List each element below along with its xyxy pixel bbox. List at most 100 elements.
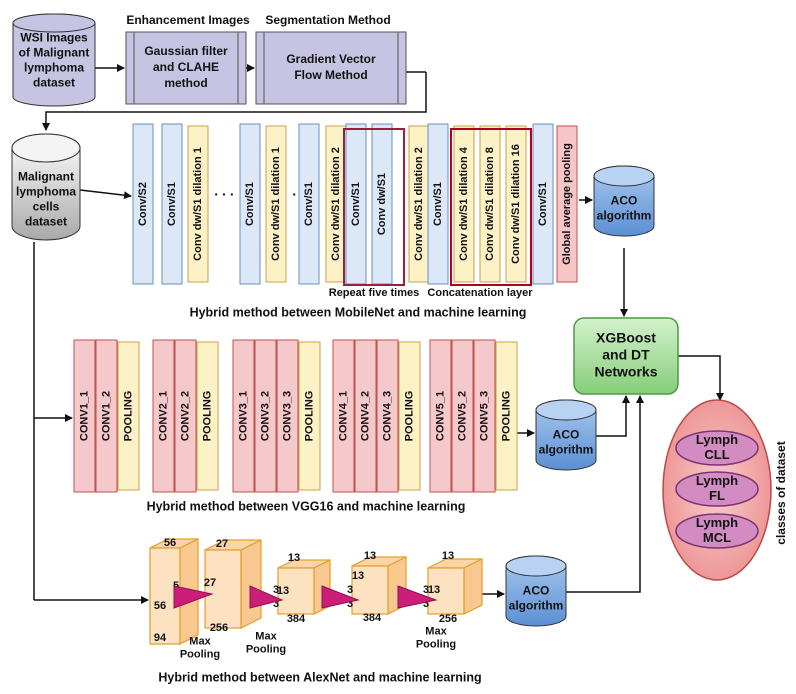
vgg-layer-label: CONV2_2 <box>179 391 191 441</box>
mobilenet-layer <box>532 123 554 285</box>
vgg-conv-layer <box>232 339 255 493</box>
cube-dim-label: 13 <box>352 570 364 582</box>
vgg-conv-layer <box>152 339 175 493</box>
vgg-layer-label: CONV4_3 <box>381 391 393 441</box>
alexnet-title: Hybrid method between AlexNet and machin… <box>158 670 481 684</box>
cylinder-top <box>11 133 81 163</box>
aco-alexnet-label: algorithm <box>509 599 564 613</box>
max-pooling-triangle <box>173 585 214 609</box>
vgg16-title: Hybrid method between VGG16 and machine … <box>147 499 466 513</box>
cube-dim-label: 27 <box>216 538 228 550</box>
vgg-conv-layer <box>354 339 377 493</box>
mobilenet-layer-label: Conv dw/S1 dilation 2 <box>413 147 425 261</box>
cube-dim-label: 3 <box>423 598 429 610</box>
repeat-group-border <box>343 128 405 286</box>
box <box>255 31 407 105</box>
cells-dataset-label: dataset <box>25 215 67 229</box>
mobilenet-layer-label: Conv/S1 <box>303 182 315 226</box>
vgg-pooling-layer <box>196 341 219 491</box>
vgg-pooling-layer <box>495 341 518 491</box>
vgg-conv-layer <box>276 339 299 493</box>
aco-vgg-label: ACO <box>553 428 580 442</box>
xgboost-dt-label: Networks <box>594 364 657 380</box>
cube-dim-label: 13 <box>442 550 454 562</box>
cube-dim-label: 56 <box>164 537 176 549</box>
class-label: CLL <box>704 447 729 462</box>
vgg-pooling-layer <box>298 341 321 491</box>
max-pooling-label: Pooling <box>180 648 220 660</box>
vgg-conv-layer <box>376 339 399 493</box>
vgg-conv-layer <box>73 339 96 493</box>
vgg-pooling-layer <box>398 341 421 491</box>
vgg-layer-label: CONV4_1 <box>337 391 349 441</box>
cube-side <box>240 539 262 629</box>
segmentation-header: Segmentation Method <box>265 13 390 27</box>
cylinder-top <box>593 165 655 187</box>
cube-dim-label: 384 <box>363 612 382 624</box>
max-pooling-label: Max <box>189 635 211 647</box>
aco-mobilenet-label: algorithm <box>597 209 652 223</box>
cube-dim-label: 256 <box>439 613 457 625</box>
cube-dim-label: 3 <box>347 598 353 610</box>
ellipsis: . . . <box>214 183 233 199</box>
cells-dataset-label: cells <box>33 200 60 214</box>
mobilenet-layer-label: Conv/S1 <box>350 182 362 226</box>
mobilenet-layer-label: Conv dw/S1 dilation 8 <box>484 147 496 261</box>
xgboost-dt-label: and DT <box>602 347 650 363</box>
vgg-layer-label: CONV3_3 <box>281 391 293 441</box>
arrow-xgboost-to-classes <box>678 355 724 401</box>
cells-dataset-label: Malignant <box>18 170 74 184</box>
enhancement-header: Enhancement Images <box>126 13 250 27</box>
class-label: Lymph <box>696 432 738 447</box>
cube-dim-label: 3 <box>273 584 279 596</box>
cylinder-top <box>505 555 567 577</box>
cube-front <box>277 567 315 615</box>
repeat-label: Repeat five times <box>329 287 419 299</box>
vgg-conv-layer <box>254 339 277 493</box>
box <box>573 317 679 395</box>
vgg-layer-label: CONV3_1 <box>237 391 249 441</box>
mobilenet-layer-label: Conv/S1 <box>244 182 256 226</box>
mobilenet-layer-label: Global average pooling <box>561 143 573 265</box>
mobilenet-layer <box>132 123 154 285</box>
wsi-dataset-label: WSI Images <box>20 31 88 45</box>
cube-front <box>427 567 465 615</box>
vgg-conv-layer <box>332 339 355 493</box>
arrow-aco-to-xgboost-3 <box>566 395 644 593</box>
gaussian-clahe-label: Gaussian filter <box>144 44 228 58</box>
vgg-conv-layer <box>95 339 118 493</box>
cylinder-top <box>12 13 96 33</box>
mobilenet-layer <box>479 125 501 283</box>
class-label: FL <box>709 488 725 503</box>
vgg-conv-layer <box>451 339 474 493</box>
mobilenet-layer-label: Conv dw/S1 dilation 1 <box>270 147 282 261</box>
max-pooling-label: Max <box>425 625 447 637</box>
aco-vgg-label: algorithm <box>539 443 594 457</box>
vgg-layer-label: CONV3_2 <box>259 391 271 441</box>
mobilenet-layer <box>505 125 527 283</box>
gaussian-clahe-label: method <box>164 76 207 90</box>
cells-dataset-label: lymphoma <box>16 185 76 199</box>
cube-dim-label: 94 <box>154 632 167 644</box>
mobilenet-layer <box>187 125 209 283</box>
mobilenet-layer <box>556 125 578 283</box>
vgg-layer-label: CONV2_1 <box>157 391 169 441</box>
cube-front <box>204 549 242 629</box>
arrow-aco-to-xgboost-2 <box>596 395 630 437</box>
cube-front <box>351 565 389 615</box>
vgg-layer-label: POOLING <box>303 391 315 442</box>
mobilenet-layer-label: Conv dw/S1 dilation 4 <box>458 146 470 261</box>
vgg-conv-layer <box>473 339 496 493</box>
vgg-layer-label: CONV1_2 <box>100 391 112 441</box>
